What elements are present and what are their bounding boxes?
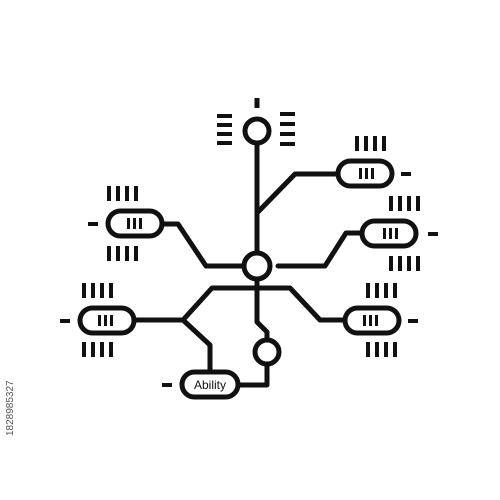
pill-side-dash [408,319,418,323]
top-node-left-bars [217,114,232,145]
connector-bottom-node-to-ability-pill [235,361,270,388]
top-node [217,98,295,146]
pill-top-bars [366,283,397,298]
connector-hub-to-top-right-pill [254,171,348,216]
connector-hub-to-right-middle-pill [275,230,369,269]
pill-inner-bars [363,315,378,326]
stock-image-id: 1828985327 [5,380,16,436]
connector-lines [133,140,369,388]
pill-bottom-bars [82,342,113,357]
connector-hub-to-right-lower-pill [254,285,349,323]
pill-top-bars [82,283,113,298]
pill-node-left-upper [88,186,165,261]
pill-inner-bars [359,168,374,179]
ability-pill-body [179,369,241,400]
pill-bottom-bars [107,246,138,261]
top-node-tick [254,98,260,108]
top-node-circle [242,116,272,146]
connector-hub-to-left-lower-pill [133,277,260,323]
pill-bottom-bars [389,256,420,271]
pill-inner-bars [127,218,142,229]
ability-side-dash [162,383,172,387]
pill-bottom-bars [366,342,397,357]
connector-hub-to-bottom-node [254,285,270,343]
ability-node: Ability [162,369,241,400]
pill-side-dash [401,172,411,176]
pill-side-dash [428,232,438,236]
pill-top-bars [107,186,138,201]
pill-node-right-middle [359,196,438,271]
bottom-node-circle [252,337,282,367]
connector-fork-to-ability-pill [180,317,213,375]
pill-inner-bars [383,228,398,239]
top-node-right-bars [280,112,295,146]
pill-side-dash [88,222,98,226]
pill-node-left-lower [60,283,137,357]
pill-top-bars [389,196,420,211]
hub-node-circle [241,250,273,282]
pill-node-right-lower [342,283,418,357]
pill-inner-bars [98,315,113,326]
ability-label: Ability [194,378,226,392]
pill-node-top-right [335,136,411,189]
pill-side-dash [60,319,70,323]
pill-top-bars [355,136,386,151]
connector-hub-to-left-upper-pill [157,221,247,269]
